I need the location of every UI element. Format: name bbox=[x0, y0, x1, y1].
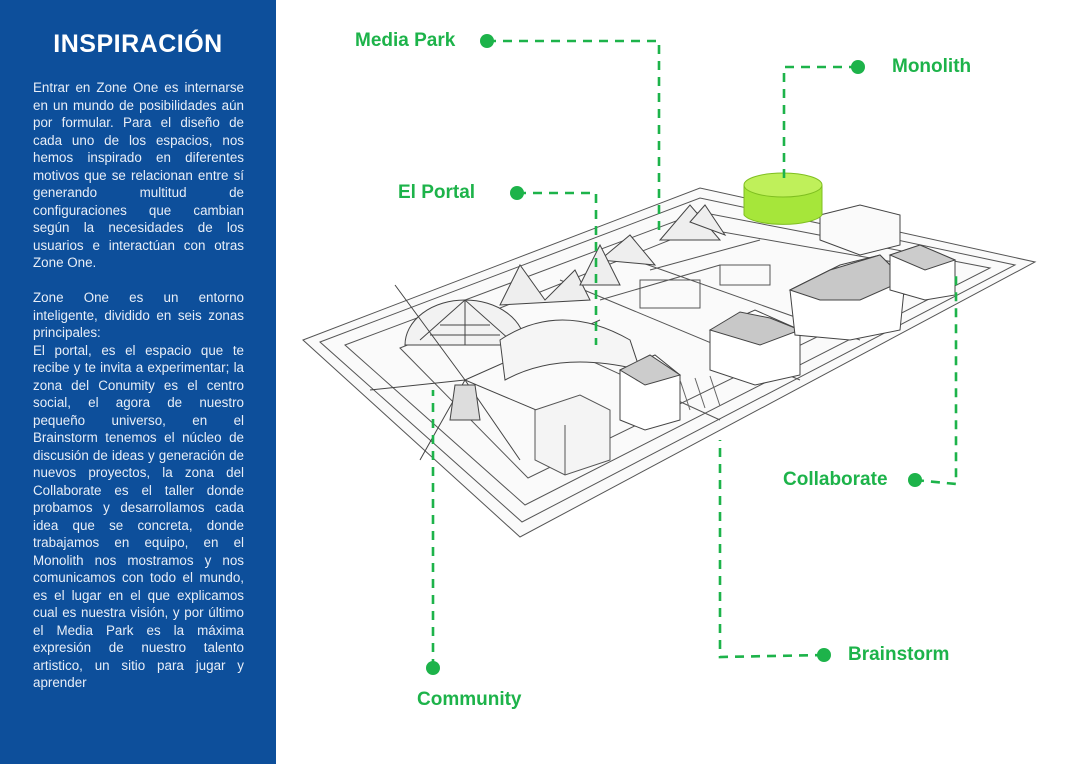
leader-collaborate bbox=[914, 270, 958, 486]
label-brainstorm: Brainstorm bbox=[848, 644, 950, 665]
leader-dots bbox=[426, 34, 922, 675]
label-monolith: Monolith bbox=[892, 56, 972, 77]
paragraph-zone-descriptions: El portal, es el espacio que te recibe y… bbox=[33, 342, 244, 691]
monolith-structure bbox=[743, 172, 823, 225]
media-park-tents bbox=[499, 204, 727, 306]
label-community: Community bbox=[417, 689, 522, 710]
page-title: INSPIRACIÓN bbox=[53, 30, 223, 58]
sidebar-panel: INSPIRACIÓN Entrar en Zone One es intern… bbox=[0, 0, 276, 764]
leader-el-portal bbox=[517, 191, 598, 345]
leader-brainstorm bbox=[718, 440, 825, 659]
portal-dome bbox=[369, 284, 641, 461]
leader-monolith bbox=[782, 65, 858, 185]
description-text: Entrar en Zone One es internarse en un m… bbox=[33, 79, 244, 692]
label-el-portal: El Portal bbox=[398, 182, 476, 203]
leader-lines bbox=[431, 39, 958, 668]
label-collaborate: Collaborate bbox=[783, 469, 888, 490]
paragraph-zones: Zone One es un entorno inteligente, divi… bbox=[33, 290, 244, 340]
paragraph-intro: Entrar en Zone One es internarse en un m… bbox=[33, 80, 244, 270]
leader-media-park bbox=[487, 39, 661, 230]
community-building bbox=[534, 394, 611, 476]
label-media-park: Media Park bbox=[355, 30, 456, 51]
zone-buildings bbox=[618, 204, 957, 431]
